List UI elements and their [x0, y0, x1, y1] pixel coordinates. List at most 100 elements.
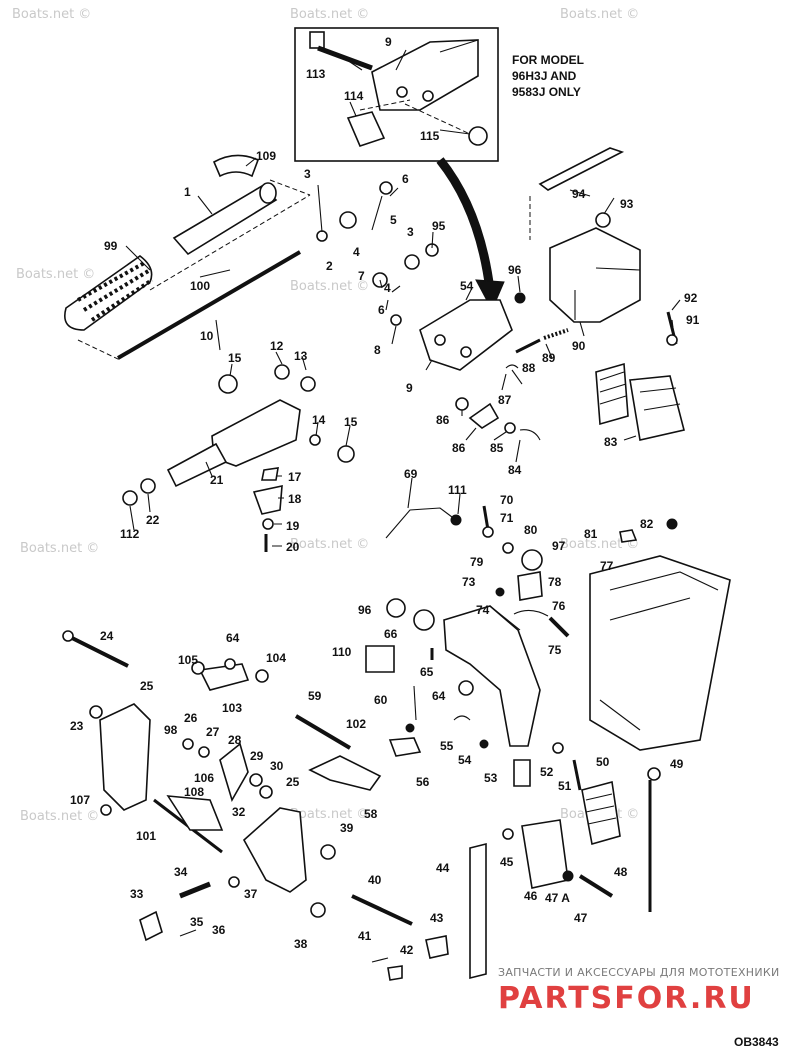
callout-12: 12	[270, 339, 284, 353]
callout-86: 86	[436, 413, 450, 427]
callout-51: 51	[558, 779, 572, 793]
callout-10: 10	[200, 329, 214, 343]
callout-29: 29	[250, 749, 264, 763]
callout-107: 107	[70, 793, 90, 807]
watermark: Boats.net ©	[20, 809, 99, 824]
callout-60: 60	[374, 693, 388, 707]
callout-4: 4	[353, 245, 360, 259]
callout-108: 108	[184, 785, 204, 799]
callout-106: 106	[194, 771, 214, 785]
callout-38: 38	[294, 937, 308, 951]
bushing-part	[517, 571, 543, 601]
callout-54: 54	[460, 279, 474, 293]
watermark: Boats.net ©	[16, 267, 95, 282]
callout-83: 83	[604, 435, 618, 449]
callout-64: 64	[432, 689, 446, 703]
upper-right-parts	[529, 147, 685, 441]
callout-55: 55	[440, 739, 454, 753]
callout-47: 47	[574, 911, 588, 925]
link-part	[198, 663, 250, 691]
bushing-part	[212, 154, 260, 178]
callout-56: 56	[416, 775, 430, 789]
watermark: Boats.net ©	[290, 807, 369, 822]
callout-34: 34	[174, 865, 188, 879]
model-inset	[294, 27, 499, 162]
callout-50: 50	[596, 755, 610, 769]
callout-85: 85	[490, 441, 504, 455]
tiller-tube	[172, 184, 278, 256]
throttle-rod	[116, 250, 302, 360]
inset-frame	[294, 27, 499, 162]
steering-arm-parts	[122, 364, 541, 552]
callout-80: 80	[524, 523, 538, 537]
bushing-part	[513, 759, 531, 787]
callout-3: 3	[304, 167, 311, 181]
callout-71: 71	[500, 511, 514, 525]
cover-part	[581, 780, 621, 846]
model-note-line: 9583J ONLY	[512, 85, 581, 99]
callout-94: 94	[572, 187, 586, 201]
callout-37: 37	[244, 887, 258, 901]
callout-41: 41	[358, 929, 372, 943]
callout-43: 43	[430, 911, 444, 925]
callout-73: 73	[462, 575, 476, 589]
swivel-tube-parts	[469, 819, 614, 980]
model-note-line: FOR MODEL	[512, 53, 584, 67]
callout-89: 89	[542, 351, 556, 365]
callout-32: 32	[232, 805, 246, 819]
callout-82: 82	[640, 517, 654, 531]
callout-7: 7	[358, 269, 365, 283]
model-note-line: 96H3J AND	[512, 69, 577, 83]
callout-49: 49	[670, 757, 684, 771]
leader-lines	[125, 49, 681, 547]
shaft-part	[166, 442, 228, 488]
callout-45: 45	[500, 855, 514, 869]
through-bolt	[67, 634, 129, 668]
callout-88: 88	[522, 361, 536, 375]
callout-3: 3	[407, 225, 414, 239]
grip-part	[64, 255, 153, 331]
callout-20: 20	[286, 540, 300, 554]
cylinder-part	[211, 399, 301, 467]
callout-105: 105	[178, 653, 198, 667]
callout-18: 18	[288, 492, 302, 506]
callout-52: 52	[540, 765, 554, 779]
watermark: Boats.net ©	[290, 279, 369, 294]
callout-26: 26	[184, 711, 198, 725]
callout-23: 23	[70, 719, 84, 733]
callout-75: 75	[548, 643, 562, 657]
callout-93: 93	[620, 197, 634, 211]
bolt-head	[309, 31, 325, 49]
diagram-code: OB3843	[734, 1035, 779, 1049]
callout-2: 2	[326, 259, 333, 273]
nut-part	[468, 126, 488, 146]
watermark: Boats.net ©	[20, 541, 99, 556]
watermarks: Boats.net © Boats.net © Boats.net © Boat…	[12, 7, 639, 824]
callout-labels: 113 9 114 115 109 1 3 6 5 99 100 2 4 3 9…	[70, 35, 700, 957]
callout-53: 53	[484, 771, 498, 785]
callout-91: 91	[686, 313, 700, 327]
callout-5: 5	[390, 213, 397, 227]
callout-110: 110	[332, 645, 352, 659]
callout-15: 15	[344, 415, 358, 429]
callout-114: 114	[344, 89, 364, 103]
plate-part	[365, 645, 395, 673]
callout-66: 66	[384, 627, 398, 641]
callout-6: 6	[402, 172, 409, 186]
bolt-shank	[317, 45, 373, 71]
callout-17: 17	[288, 470, 302, 484]
callout-25: 25	[140, 679, 154, 693]
brand-block: ЗАПЧАСТИ И АКСЕССУАРЫ ДЛЯ МОТОТЕХНИКИ PA…	[498, 966, 779, 1016]
clamp-bracket-parts	[62, 630, 531, 981]
upper-bracket-parts	[390, 292, 541, 371]
callout-97: 97	[552, 539, 566, 553]
callout-109: 109	[256, 149, 276, 163]
callout-96: 96	[358, 603, 372, 617]
callout-22: 22	[146, 513, 160, 527]
lower-housing-parts	[552, 555, 731, 912]
callout-84: 84	[508, 463, 522, 477]
callout-113: 113	[306, 67, 326, 81]
watermark: Boats.net ©	[290, 7, 369, 22]
callout-39: 39	[340, 821, 354, 835]
watermark: Boats.net ©	[12, 7, 91, 22]
